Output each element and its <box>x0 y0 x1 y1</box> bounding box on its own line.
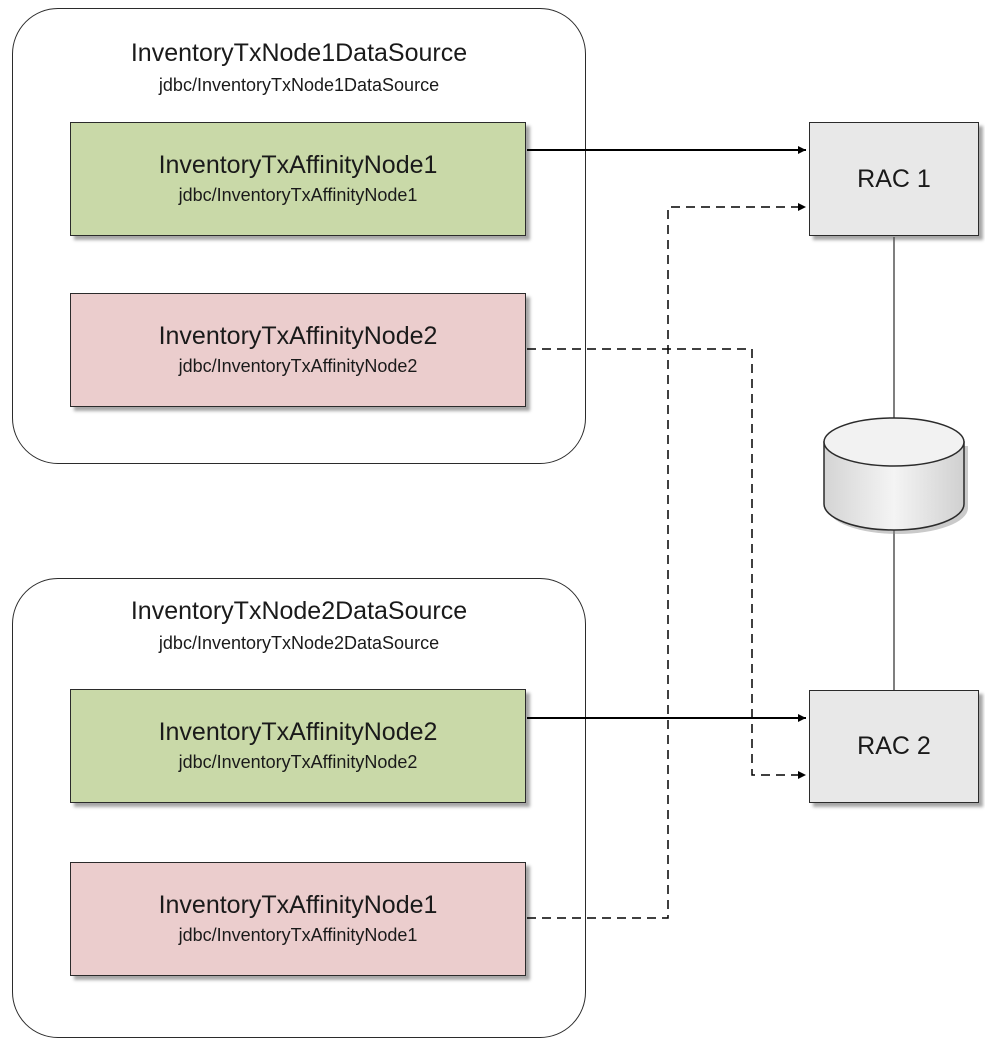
pool-jndi: jdbc/InventoryTxAffinityNode2 <box>178 752 418 772</box>
pool-jndi: jdbc/InventoryTxAffinityNode2 <box>178 356 418 376</box>
pool-primary-node1: InventoryTxAffinityNode1 jdbc/InventoryT… <box>70 122 526 236</box>
rac-node-2: RAC 2 <box>809 690 979 803</box>
rac-label: RAC 2 <box>857 732 931 760</box>
group-jndi: jdbc/InventoryTxNode1DataSource <box>158 75 440 95</box>
group-title: InventoryTxNode1DataSource <box>130 39 468 67</box>
pool-name: InventoryTxAffinityNode2 <box>158 718 438 746</box>
pool-jndi: jdbc/InventoryTxAffinityNode1 <box>178 185 418 205</box>
pool-jndi: jdbc/InventoryTxAffinityNode1 <box>178 925 418 945</box>
rac-node-1: RAC 1 <box>809 122 979 236</box>
pool-name: InventoryTxAffinityNode1 <box>158 151 438 179</box>
pool-primary-node2: InventoryTxAffinityNode2 jdbc/InventoryT… <box>70 689 526 803</box>
pool-name: InventoryTxAffinityNode2 <box>158 322 438 350</box>
group-jndi: jdbc/InventoryTxNode2DataSource <box>158 633 440 653</box>
group-title: InventoryTxNode2DataSource <box>130 597 468 625</box>
pool-failover-node1: InventoryTxAffinityNode2 jdbc/InventoryT… <box>70 293 526 407</box>
rac-label: RAC 1 <box>857 164 931 193</box>
database-cylinder-icon <box>823 417 968 534</box>
pool-failover-node2: InventoryTxAffinityNode1 jdbc/InventoryT… <box>70 862 526 976</box>
pool-name: InventoryTxAffinityNode1 <box>158 891 438 919</box>
